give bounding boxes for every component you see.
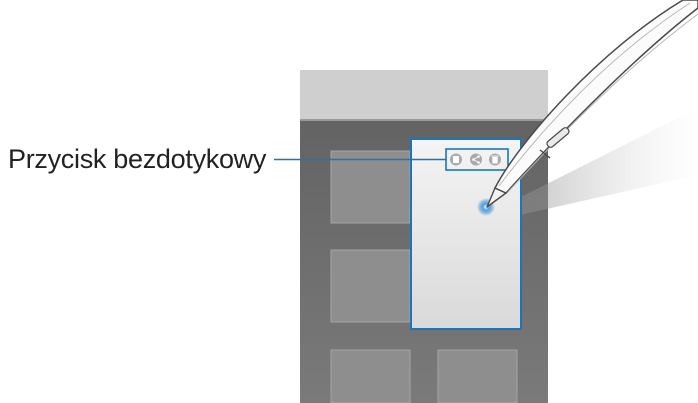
content-tile (438, 350, 517, 403)
content-tile (331, 151, 410, 223)
content-tile (331, 350, 410, 403)
screen-header (300, 70, 548, 119)
air-view-popup (411, 139, 521, 329)
share-icon[interactable] (470, 154, 482, 166)
bookmark-icon[interactable] (450, 154, 462, 166)
trash-icon[interactable] (489, 154, 501, 166)
content-tile (331, 250, 410, 322)
callout-label: Przycisk bezdotykowy (8, 142, 266, 176)
